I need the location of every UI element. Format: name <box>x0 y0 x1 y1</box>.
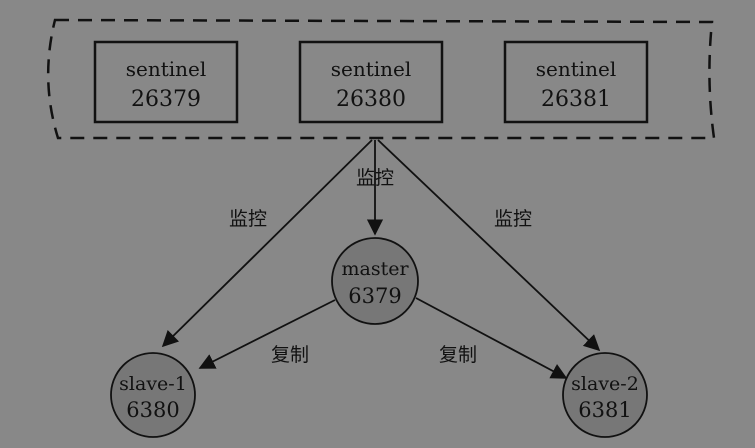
sentinel-port: 26381 <box>541 87 611 112</box>
replicate-arrow-left <box>198 299 336 369</box>
sentinel-node-26380: sentinel 26380 <box>298 40 444 124</box>
sentinel-name: sentinel <box>331 57 412 81</box>
slave-node-2: slave-2 6381 <box>562 352 648 438</box>
master-node: master 6379 <box>331 237 419 325</box>
sentinel-port: 26380 <box>336 87 406 112</box>
master-name: master <box>341 258 409 280</box>
sentinel-node-26381: sentinel 26381 <box>503 40 649 124</box>
sentinel-name: sentinel <box>126 57 207 81</box>
slave-node-1: slave-1 6380 <box>110 352 196 438</box>
sentinel-port: 26379 <box>131 87 201 112</box>
slave-port: 6381 <box>578 398 631 422</box>
replicate-label-left: 复制 <box>271 344 309 366</box>
master-port: 6379 <box>348 284 401 308</box>
sentinel-node-26379: sentinel 26379 <box>93 40 239 124</box>
monitor-arrow-right <box>377 139 601 352</box>
slave-port: 6380 <box>126 398 179 422</box>
monitor-arrow-left <box>161 139 373 348</box>
replicate-arrow-right <box>415 297 568 379</box>
sentinel-name: sentinel <box>536 57 617 81</box>
monitor-label-center: 监控 <box>356 167 394 189</box>
monitor-label-left: 监控 <box>229 208 267 230</box>
slave-name: slave-1 <box>119 373 187 395</box>
replicate-label-right: 复制 <box>439 344 477 366</box>
monitor-label-right: 监控 <box>494 208 532 230</box>
slave-name: slave-2 <box>571 373 639 395</box>
